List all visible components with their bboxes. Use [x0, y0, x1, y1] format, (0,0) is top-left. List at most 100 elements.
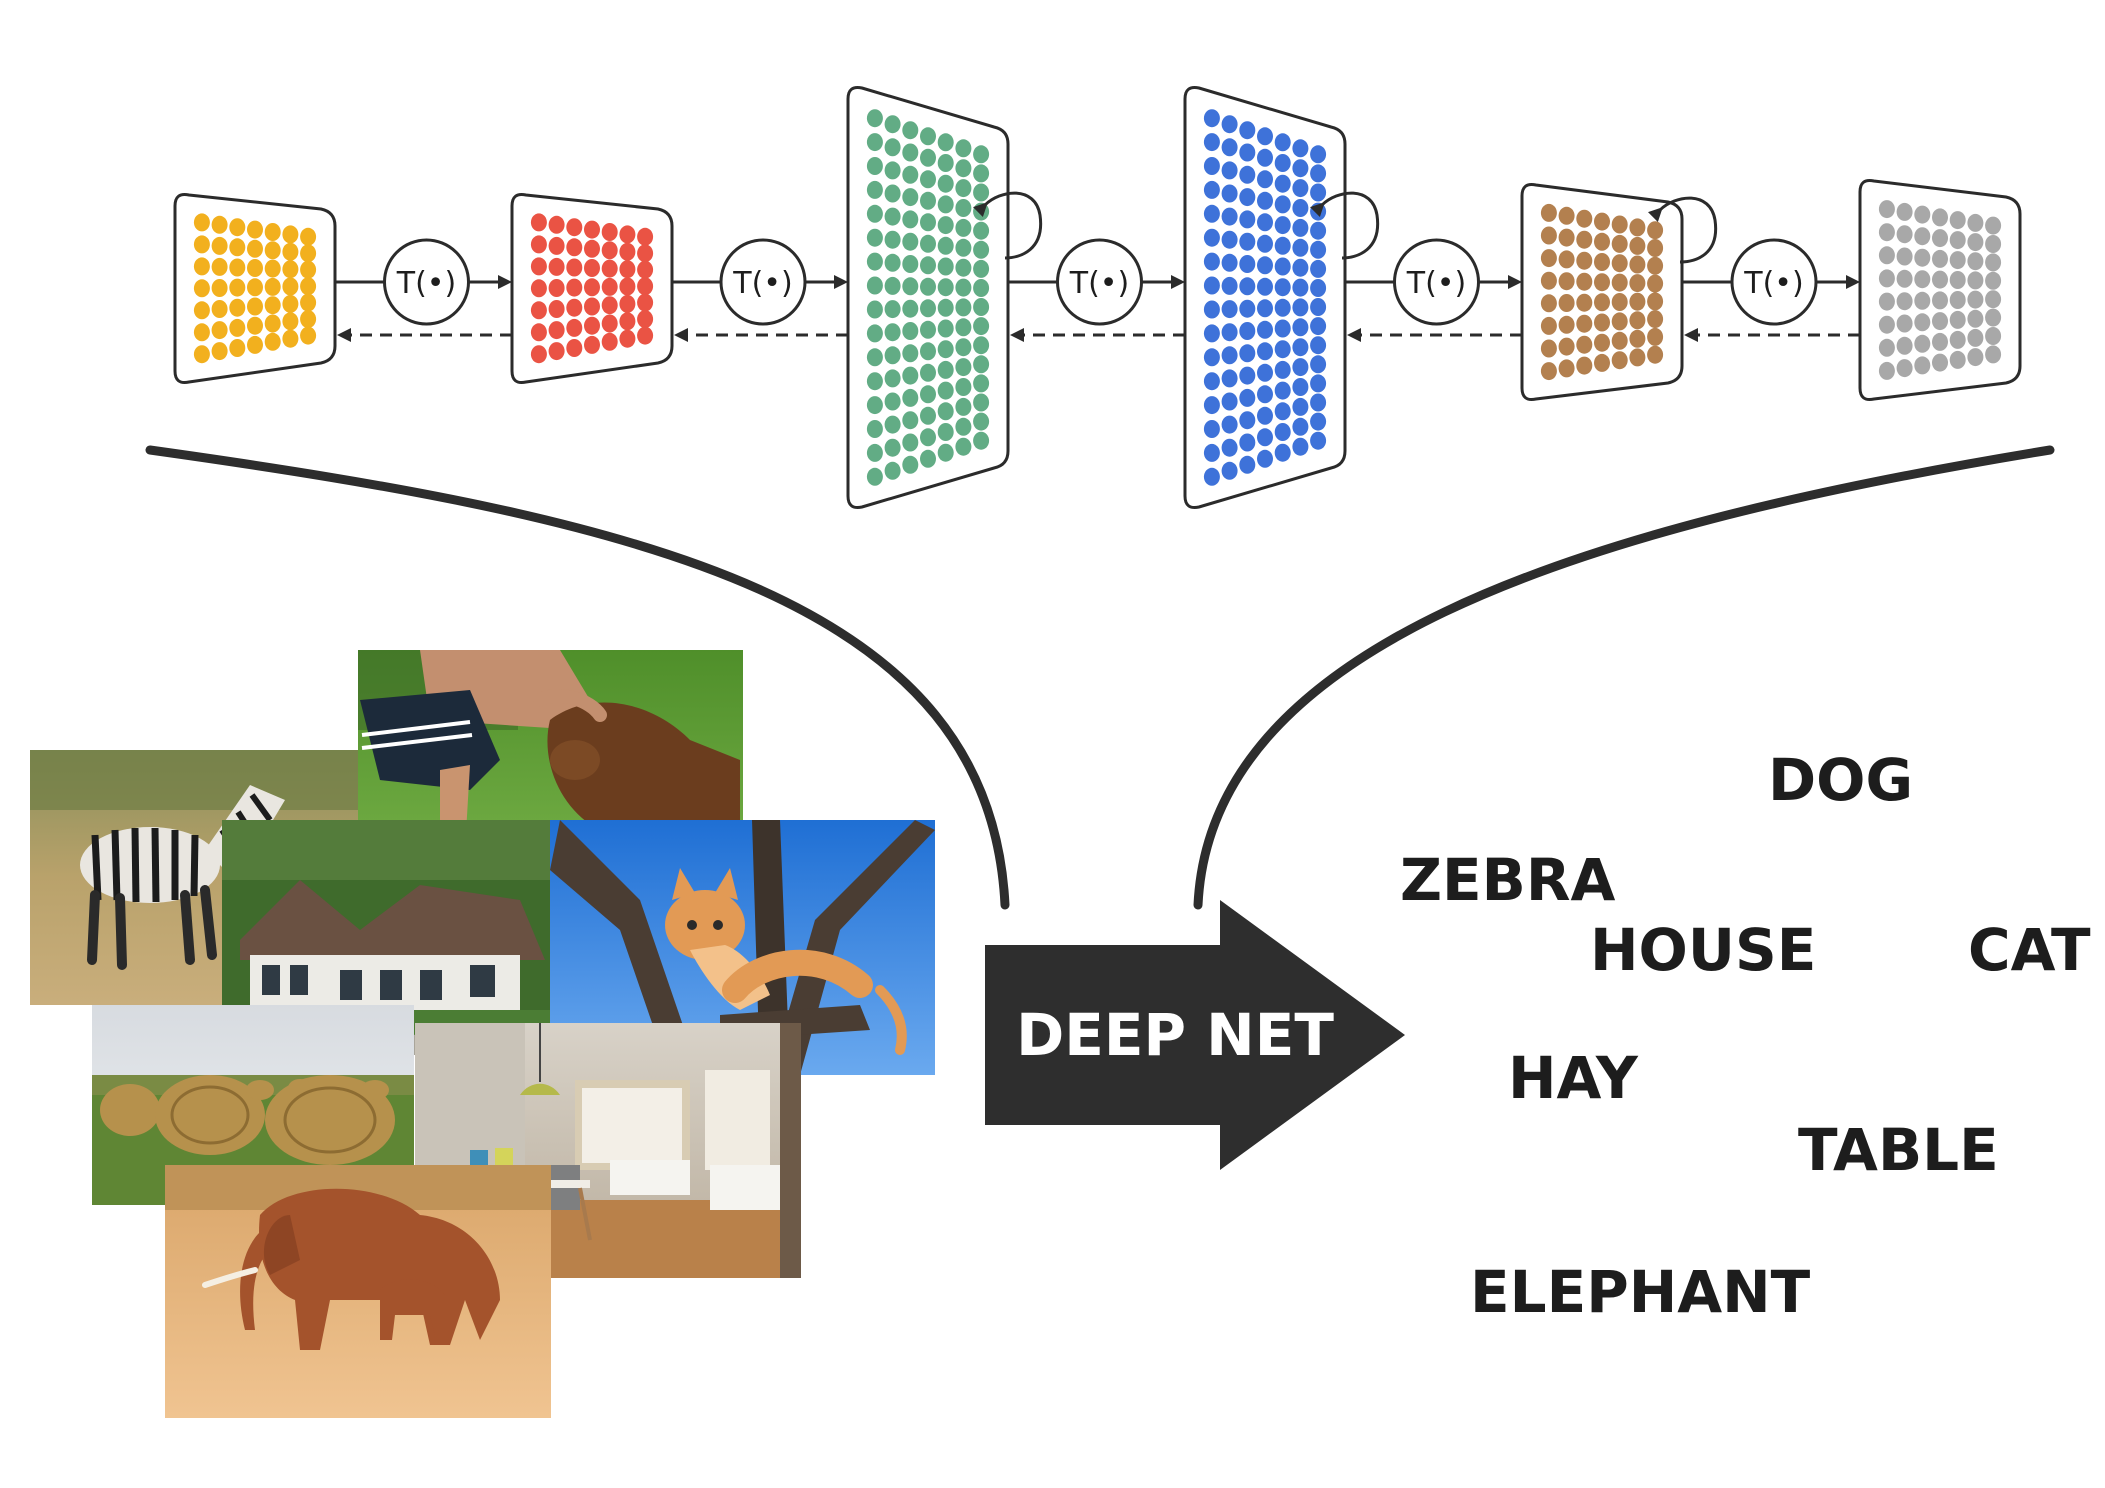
neuron — [884, 300, 901, 319]
neuron — [1914, 334, 1931, 353]
neuron — [1221, 323, 1238, 342]
neuron — [1239, 210, 1256, 229]
neuron — [548, 342, 565, 361]
neuron — [1292, 278, 1309, 297]
neuron — [1221, 369, 1238, 388]
neuron — [1967, 271, 1984, 290]
neuron — [937, 340, 954, 359]
neuron — [1221, 415, 1238, 434]
neuron — [1629, 311, 1646, 330]
neuron — [884, 207, 901, 226]
neuron — [1310, 259, 1327, 278]
neuron — [1239, 143, 1256, 162]
neuron — [1985, 216, 2002, 235]
neuron — [920, 342, 936, 361]
neuron — [300, 277, 317, 296]
neuron — [1611, 351, 1628, 370]
neuron — [1239, 255, 1256, 273]
neuron — [937, 298, 954, 317]
neuron — [1203, 443, 1220, 462]
neuron — [229, 278, 246, 297]
neuron — [566, 318, 583, 337]
neuron — [866, 300, 883, 319]
neuron — [1576, 335, 1593, 354]
neuron — [1540, 339, 1557, 358]
neuron — [1576, 314, 1593, 333]
neuron — [1949, 330, 1966, 349]
neuron — [1558, 359, 1575, 378]
neuron — [937, 278, 954, 297]
neuron — [1647, 239, 1664, 257]
neuron — [530, 235, 547, 254]
neuron — [1274, 423, 1291, 441]
neuron — [1292, 417, 1309, 436]
layer-1 — [173, 193, 337, 384]
neuron — [1203, 396, 1220, 415]
neuron — [1629, 274, 1646, 293]
neuron — [1629, 292, 1646, 311]
neuron — [884, 392, 901, 411]
neuron — [1239, 411, 1256, 430]
neuron — [247, 259, 263, 277]
neuron — [193, 345, 210, 364]
neuron — [566, 238, 583, 257]
neuron — [601, 259, 618, 278]
neuron — [884, 276, 901, 295]
neuron — [973, 279, 990, 297]
neuron — [229, 258, 246, 277]
neuron — [1878, 200, 1895, 219]
neuron — [637, 244, 654, 263]
neuron — [884, 369, 901, 388]
neuron — [1257, 342, 1273, 361]
neuron — [973, 259, 990, 278]
neuron — [1932, 208, 1948, 227]
neuron — [1576, 272, 1593, 291]
neuron — [866, 228, 883, 247]
neuron — [193, 279, 210, 298]
neuron — [866, 420, 883, 438]
neuron — [1292, 139, 1309, 158]
neuron — [1932, 249, 1948, 268]
neuron — [1310, 145, 1327, 164]
neuron — [1310, 355, 1327, 374]
neuron — [1594, 273, 1610, 292]
funnel-curve-left — [145, 445, 1010, 910]
neuron — [1257, 299, 1273, 318]
neuron — [1257, 363, 1273, 382]
operator-label: T(•) — [1406, 266, 1466, 301]
neuron — [1594, 232, 1610, 251]
neuron — [193, 301, 210, 320]
neuron — [1967, 290, 1984, 309]
neuron — [1611, 254, 1628, 273]
neuron — [937, 133, 954, 152]
neuron — [1558, 337, 1575, 356]
neuron — [920, 127, 936, 146]
neuron — [1576, 251, 1593, 270]
neuron — [1274, 443, 1291, 462]
neuron — [937, 319, 954, 338]
neuron — [1949, 271, 1966, 289]
neuron — [1878, 246, 1895, 265]
neuron — [1647, 327, 1664, 346]
neuron — [1221, 392, 1238, 411]
neuron — [637, 227, 654, 246]
neuron — [1967, 348, 1984, 367]
neuron — [902, 344, 919, 363]
neuron — [1932, 353, 1948, 372]
neuron — [1221, 184, 1238, 203]
deep-net-label: DEEP NET — [1016, 1001, 1334, 1069]
neuron — [1239, 277, 1256, 296]
neuron — [1257, 256, 1273, 275]
neuron — [1292, 258, 1309, 277]
neuron — [1611, 331, 1628, 350]
neuron — [1967, 213, 1984, 232]
neuron — [866, 157, 883, 175]
neuron — [1310, 298, 1327, 316]
neuron — [1967, 309, 1984, 328]
neuron — [866, 324, 883, 343]
neuron — [1203, 324, 1220, 343]
neuron — [902, 121, 919, 140]
neuron — [1967, 252, 1984, 271]
neuron — [1257, 127, 1273, 146]
neuron — [1932, 229, 1948, 248]
